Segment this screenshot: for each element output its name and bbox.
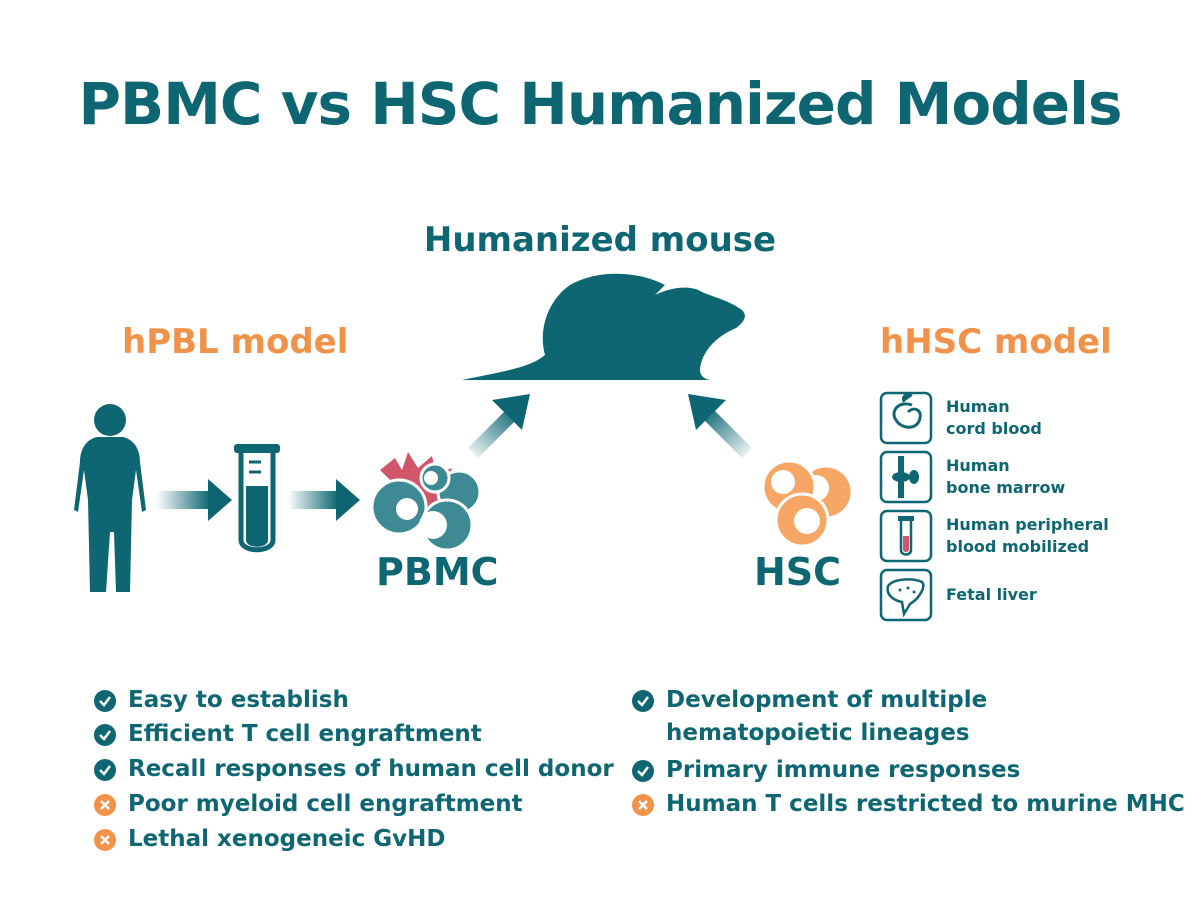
hsc-cells-icon [761,459,854,548]
source-fetal-liver: Fetal liver [946,584,1146,606]
source-line2: cord blood [946,419,1042,438]
list-item: Lethal xenogeneic GvHD [94,826,445,856]
source-line1: Human peripheral [946,515,1109,534]
source-peripheral-blood: Human peripheral blood mobilized [946,514,1146,558]
pbmc-label: PBMC [376,550,499,594]
list-item-line2: hematopoietic lineages [666,720,970,746]
source-line2: blood mobilized [946,537,1090,556]
list-item-text: Human T cells restricted to murine MHC [666,791,1185,817]
list-item-text: Easy to establish [128,687,349,713]
source-line1: Human [946,456,1010,475]
check-icon [632,760,654,782]
liver-icon [879,568,933,622]
list-item: Human T cells restricted to murine MHC [632,791,1185,821]
cross-icon [94,829,116,851]
humanized-mouse-title: Humanized mouse [423,220,777,260]
source-cord-blood: Human cord blood [946,396,1146,440]
pbmc-cells-icon [370,452,482,552]
hpbl-model-title: hPBL model [122,322,349,362]
list-item: Poor myeloid cell engraftment [94,791,523,821]
arrow-tube-to-pbmc [288,479,360,521]
arrow-hsc-to-mouse [688,394,752,458]
source-bone-marrow: Human bone marrow [946,455,1146,499]
list-item: Recall responses of human cell donor [94,756,614,786]
source-line1: Human [946,397,1010,416]
check-icon [94,690,116,712]
hsc-label: HSC [754,550,842,594]
source-line2: bone marrow [946,478,1066,497]
mouse-icon [462,273,745,380]
umbilical-cord-icon [879,391,933,445]
list-item-text: Primary immune responses [666,757,1021,783]
main-title: PBMC vs HSC Humanized Models [78,70,1123,138]
list-item-text: Recall responses of human cell donor [128,756,614,782]
cross-icon [94,794,116,816]
test-tube-icon [234,444,280,553]
check-icon [94,724,116,746]
list-item: Easy to establish [94,687,349,717]
list-item: Development of multiple hematopoietic li… [632,687,987,750]
arrow-human-to-tube [156,479,232,521]
list-item-text: Lethal xenogeneic GvHD [128,826,446,852]
list-item-text: Poor myeloid cell engraftment [128,791,523,817]
list-item-text: Efficient T cell engraftment [128,721,482,747]
hhsc-model-title: hHSC model [880,322,1112,362]
check-icon [632,690,654,712]
bone-joint-icon [879,450,933,504]
cross-icon [632,794,654,816]
list-item: Primary immune responses [632,757,1020,787]
source-line1: Fetal liver [946,585,1037,604]
check-icon [94,759,116,781]
human-silhouette-icon [74,404,146,592]
arrow-pbmc-to-mouse [468,394,530,458]
list-item-text: Development of multiple hematopoietic li… [666,684,987,750]
blood-tube-icon [879,509,933,563]
list-item: Efficient T cell engraftment [94,721,482,751]
list-item-line1: Development of multiple [666,687,988,713]
